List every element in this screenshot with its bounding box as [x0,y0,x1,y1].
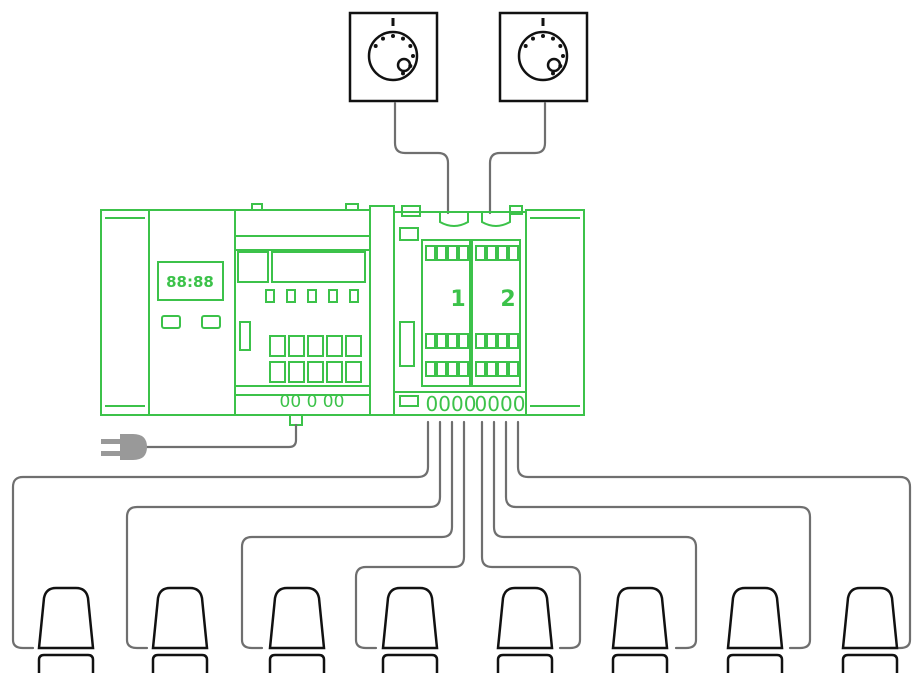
thermal-actuator-icon [37,586,95,673]
thermostat-1 [348,11,439,103]
zone-1-number: 1 [450,287,465,312]
zone-module: 1 2 0000 0000 [393,205,527,416]
thermostat-dial-icon [517,18,569,82]
thermal-actuator-icon [611,586,669,673]
thermal-actuator-icon [726,586,784,673]
relay-module: 00 0 00 [234,203,371,416]
actuator-2 [151,586,209,673]
actuator-1 [37,586,95,673]
thermal-actuator-icon [496,586,554,673]
left-actuator-terminals: 0000 [426,392,477,416]
zone-2-number: 2 [500,287,515,312]
thermal-actuator-icon [381,586,439,673]
thermostat-input-notch-2 [481,212,511,227]
separator [369,205,395,416]
actuator-3 [268,586,326,673]
thermostats [348,11,589,103]
thermal-actuator-icon [151,586,209,673]
controller-unit: 88:88 00 0 00 [100,203,585,416]
display-readout: 88:88 [166,273,214,291]
actuator-5 [496,586,554,673]
relay-din-clip [239,321,251,351]
thermostat-wires [393,101,547,215]
thermostat-2 [498,11,589,103]
actuator-7 [726,586,784,673]
actuator-6 [611,586,669,673]
display-button-right [201,315,221,329]
right-actuator-terminals: 0000 [475,392,526,416]
relay-bottom-terminals: 00 0 00 [280,392,345,412]
actuator-4 [381,586,439,673]
zone-din-clip [399,321,415,367]
actuator-8 [841,586,899,673]
display-module: 88:88 [148,209,236,416]
thermal-actuator-icon [268,586,326,673]
thermostat-dial-icon [367,18,419,82]
display-screen [157,261,224,301]
actuators [37,586,899,673]
thermal-actuator-icon [841,586,899,673]
left-end-cap [100,209,150,416]
power-plug-icon [101,434,147,460]
thermostat-input-notch-1 [439,212,469,227]
right-end-cap [525,209,585,416]
display-button-left [161,315,181,329]
actuator-wires [11,420,912,650]
power-supply [101,414,303,460]
